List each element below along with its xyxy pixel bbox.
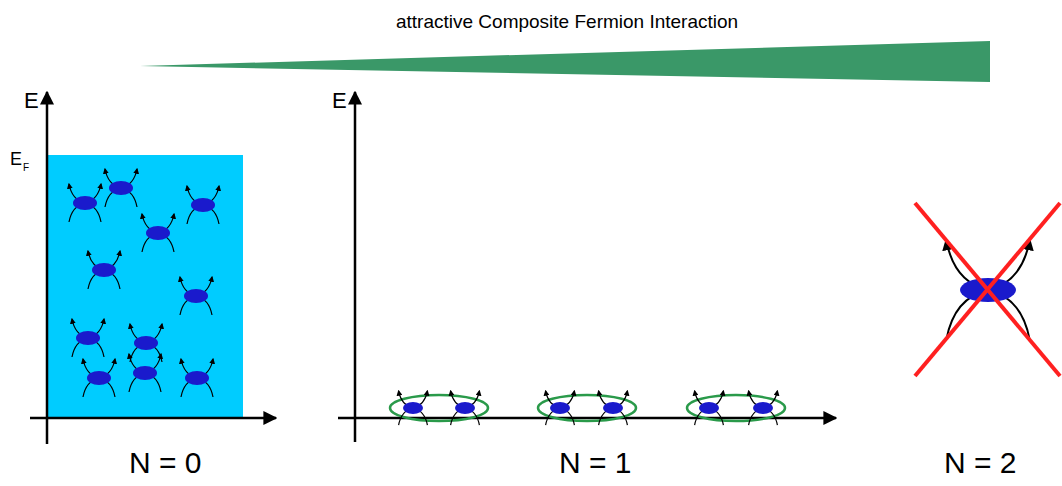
fermi-sea [48,155,243,418]
axis-label: E [332,90,347,112]
panel-label: N = 2 [944,448,1017,478]
composite-fermion [92,263,116,277]
composite-fermion [87,371,111,385]
composite-fermion [146,226,170,240]
interaction-wedge [140,41,990,82]
composite-fermion [134,336,158,350]
composite-fermion [133,366,157,380]
composite-fermion [185,371,209,385]
pair-ellipse [687,395,785,421]
title: attractive Composite Fermion Interaction [396,12,738,31]
composite-fermion [403,402,423,414]
composite-fermion [699,402,719,414]
composite-fermion [76,331,100,345]
panel-label: N = 1 [559,448,632,478]
composite-fermion [753,402,773,414]
fermi-energy-label: E [10,150,22,168]
pair-ellipse [538,395,636,421]
cross-out [915,203,1060,376]
composite-fermion [109,181,133,195]
composite-fermion [550,402,570,414]
composite-fermion [603,402,623,414]
horizontal-axis [30,417,276,420]
cross-out [915,203,1060,376]
particles [69,169,1030,425]
axis-label: E [24,90,39,112]
energy-axis [46,92,49,444]
composite-fermion [191,198,215,212]
pair-ellipse [390,395,488,421]
composite-fermion [73,196,97,210]
composite-fermion [455,402,475,414]
panel-label: N = 0 [129,448,202,478]
energy-axis [354,92,357,442]
subscript: F [23,163,29,173]
composite-fermion [184,289,208,303]
